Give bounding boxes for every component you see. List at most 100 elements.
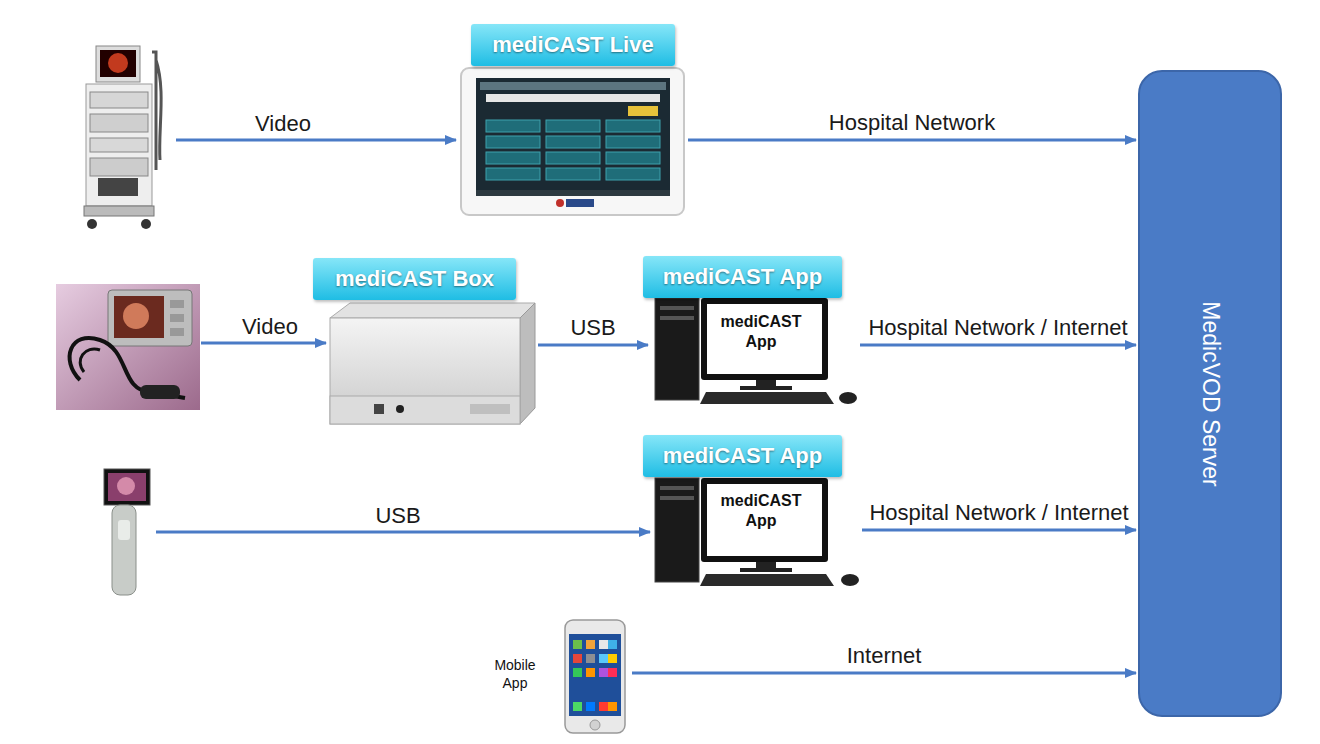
capture-box-part: [374, 404, 384, 414]
desktop-computer-part: [700, 392, 834, 404]
tablet-device-part: [461, 68, 684, 215]
video-wires: [156, 140, 650, 532]
smartphone-part-part: [586, 654, 595, 663]
desktop-computer: [655, 478, 859, 586]
endoscopy-tower-part: [152, 52, 161, 170]
edge-label: Hospital Network / Internet: [867, 500, 1130, 525]
video-laryngoscope-part: [104, 469, 150, 505]
tablet-device-part-part: [486, 152, 540, 164]
video-laryngoscope-part: [108, 473, 146, 501]
smartphone-part: [590, 720, 600, 730]
tablet-device-part-part: [546, 152, 600, 164]
network-arrow: [862, 529, 1136, 532]
smartphone-part-part: [599, 654, 608, 663]
video-scope-photo-part: [170, 328, 184, 336]
tablet-device-part-part: [486, 120, 540, 132]
network-arrow: [538, 344, 648, 347]
tablet-device-part-part: [546, 120, 600, 132]
desktop-computer-part: [701, 298, 828, 380]
desktop-computer-part: [839, 392, 857, 404]
video-scope-photo-part: [170, 314, 184, 322]
product-tab: mediCAST App: [643, 435, 842, 477]
endoscopy-tower-part: [100, 50, 136, 77]
signal-label: Video: [240, 314, 300, 339]
desktop-computer-part: [660, 316, 694, 320]
video-scope-photo-part: [80, 349, 100, 372]
tablet-device: [461, 68, 684, 215]
video-scope-photo-part: [140, 385, 180, 399]
product-tab: mediCAST App: [643, 256, 842, 298]
capture-box-part: [330, 318, 520, 424]
capture-box: [330, 303, 535, 424]
endoscopy-tower-part: [90, 114, 148, 132]
endoscopy-tower-part: [108, 53, 128, 73]
video-laryngoscope-part: [118, 520, 130, 540]
network-arrow: [688, 139, 1136, 142]
smartphone-part-part: [608, 702, 617, 711]
network-arrow: [632, 672, 1136, 675]
desktop-computer-part: [660, 306, 694, 310]
smartphone-part-part: [599, 640, 608, 649]
video-laryngoscope-part: [117, 477, 135, 495]
edge-label: USB: [568, 315, 617, 340]
desktop-computer-part: [700, 574, 834, 586]
video-laryngoscope-part: [112, 505, 136, 595]
tablet-device-part-part: [606, 120, 660, 132]
smartphone-part-part: [599, 702, 608, 711]
endoscopy-tower-part: [90, 92, 148, 108]
edge-label: Hospital Network / Internet: [866, 315, 1129, 340]
desktop-computer-part: [701, 478, 828, 562]
tablet-device-part: [628, 106, 658, 116]
product-tab: mediCAST Live: [471, 24, 675, 66]
video-wires-part: [156, 531, 650, 534]
video-scope-photo-part: [56, 284, 200, 410]
screen-label: mediCAST App: [708, 491, 814, 531]
smartphone-part: [573, 640, 617, 711]
smartphone: [565, 620, 625, 733]
video-scope-photo-part: [123, 303, 149, 329]
desktop-computer-part: [707, 304, 822, 374]
tablet-device-part-part: [546, 136, 600, 148]
capture-box-part: [330, 396, 520, 424]
tablet-device-part-part: [486, 168, 540, 180]
endoscopy-tower: [84, 46, 161, 229]
smartphone-part-part: [586, 702, 595, 711]
desktop-computer-part: [660, 496, 694, 500]
video-scope-photo-part: [170, 300, 184, 308]
server-title: MedicVOD Server: [1197, 301, 1224, 486]
phone-node: Mobile App: [485, 618, 630, 736]
tablet-device-part: [566, 199, 594, 207]
tablet-device-part: [480, 82, 666, 90]
tablet-device-part: [486, 120, 660, 180]
capture-box-part: [396, 405, 404, 413]
tablet-device-part-part: [606, 168, 660, 180]
endoscopy-tower-part: [90, 138, 148, 152]
server-node: MedicVOD Server: [1138, 70, 1282, 717]
desktop-computer-part: [841, 574, 859, 586]
video-scope-photo: [56, 284, 200, 410]
endoscopy-tower-part: [84, 206, 154, 216]
edge-label: Internet: [845, 643, 924, 668]
capture-box-part: [330, 303, 535, 318]
tablet-device-part: [476, 190, 670, 196]
smartphone-part-part: [586, 640, 595, 649]
smartphone-part-part: [573, 640, 582, 649]
computer-node: mediCAST AppmediCAST App: [650, 256, 858, 406]
endoscopy-tower-part: [90, 158, 148, 176]
endoscopy-tower-part: [86, 84, 152, 206]
desktop-computer-part: [707, 484, 822, 556]
tablet-device-part: [556, 199, 564, 207]
smartphone-part-part: [586, 668, 595, 677]
tablet-device-part-part: [606, 152, 660, 164]
video-scope-photo-part: [114, 296, 164, 338]
edge-label: Hospital Network: [827, 110, 997, 135]
smartphone-part-part: [608, 654, 617, 663]
smartphone-part-part: [608, 640, 617, 649]
capture-box-part: [470, 404, 510, 414]
product-tab: mediCAST Box: [313, 258, 516, 300]
smartphone-part-part: [573, 654, 582, 663]
tablet-device-part: [476, 78, 670, 190]
tablet-device-part-part: [486, 136, 540, 148]
